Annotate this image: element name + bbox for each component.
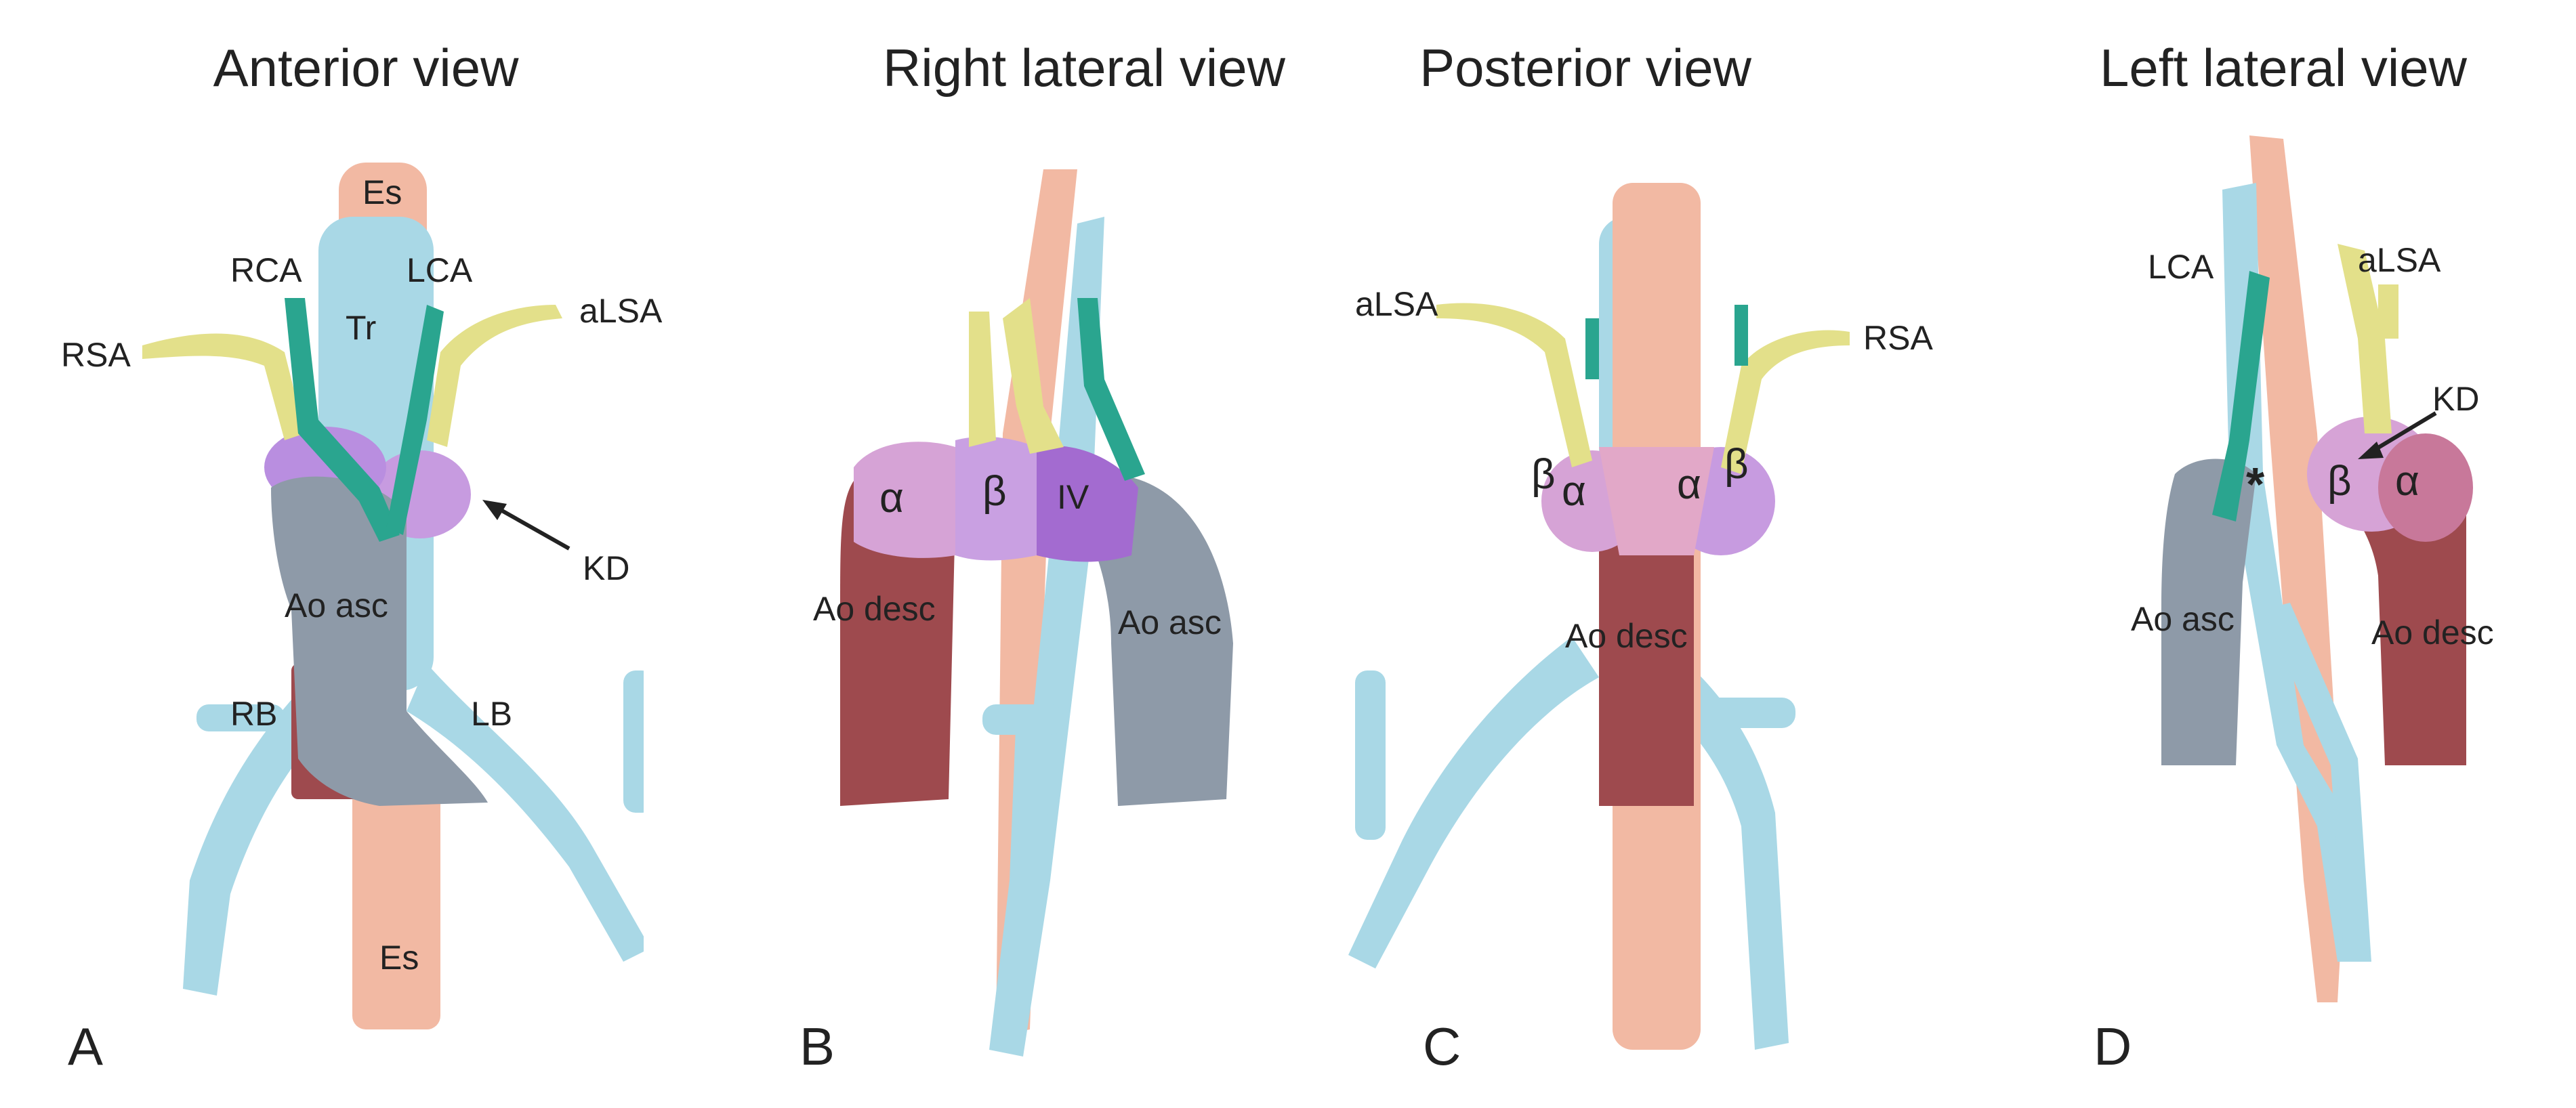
label-beta-left: β <box>1531 451 1556 498</box>
aberrant-left-subclavian-artery <box>1436 303 1592 467</box>
panel-anterior: Anterior view Es Tr RCA LCA RSA aLSA KD … <box>0 0 662 1108</box>
label-rsa: RSA <box>1863 319 1933 357</box>
label-left-bronchus: LB <box>471 695 513 733</box>
panel-title: Posterior view <box>1419 38 1751 98</box>
arrow-kd <box>2358 411 2437 459</box>
left-carotid-artery <box>2212 271 2270 521</box>
arch-alpha <box>2378 433 2473 542</box>
right-lateral-view-model <box>840 169 1233 1057</box>
panel-left-lateral: Left lateral view LCA aLSA KD * β α Ao a… <box>1951 0 2576 1108</box>
right-bronchus <box>1653 657 1789 1050</box>
label-alsa: aLSA <box>2358 241 2441 279</box>
left-bronchus <box>407 664 644 962</box>
label-right-bronchus: RB <box>230 695 278 733</box>
panel-title: Left lateral view <box>2100 38 2467 98</box>
label-lca: LCA <box>407 251 473 289</box>
label-alsa: aLSA <box>1355 285 1438 323</box>
label-descending-aorta: Ao desc <box>2371 614 2494 652</box>
label-segment-iv: IV <box>1057 478 1089 516</box>
label-beta-right: β <box>1724 441 1749 488</box>
panel-title: Right lateral view <box>883 38 1285 98</box>
right-subclavian-artery <box>1003 298 1064 454</box>
label-alpha: α <box>2395 458 2419 505</box>
anterior-view-model <box>142 163 644 1029</box>
label-ascending-aorta: Ao asc <box>1118 603 1222 641</box>
subclavian-branch <box>2378 284 2398 339</box>
arch-segment-alpha <box>854 442 955 558</box>
label-descending-aorta: Ao desc <box>813 590 936 628</box>
bronchus-branch <box>1694 698 1795 728</box>
arch-segment-beta <box>955 436 1037 561</box>
panel-letter: B <box>799 1017 835 1076</box>
right-carotid-artery <box>1077 298 1145 481</box>
left-bronchus <box>1348 637 1599 968</box>
aberrant-left-subclavian-artery <box>969 312 996 447</box>
label-beta: β <box>2327 458 2352 505</box>
label-rsa: RSA <box>61 336 131 374</box>
carotid-artery <box>1734 305 1748 366</box>
right-subclavian-artery <box>1721 330 1850 474</box>
aberrant-left-subclavian-artery <box>427 305 562 447</box>
descending-aorta <box>1599 488 1694 806</box>
carotid-artery <box>1585 318 1599 379</box>
label-ascending-aorta: Ao asc <box>2131 600 2235 638</box>
esophagus <box>352 745 440 1029</box>
label-alsa: aLSA <box>579 292 663 330</box>
right-subclavian-artery <box>142 333 305 440</box>
label-kd: KD <box>583 549 630 587</box>
panel-letter: A <box>68 1017 104 1076</box>
label-rca: RCA <box>230 251 302 289</box>
label-esophagus: Es <box>362 173 402 211</box>
left-lateral-view-model <box>2161 135 2473 1002</box>
bronchus-branch <box>1355 670 1386 840</box>
label-kd: KD <box>2432 380 2480 418</box>
bronchus <box>2263 603 2371 962</box>
label-alpha-right: α <box>1677 461 1701 508</box>
panel-letter: C <box>1423 1017 1461 1076</box>
ascending-aorta <box>271 476 488 806</box>
right-bronchus <box>183 664 352 996</box>
bronchus-branch <box>982 704 1064 735</box>
arch-segment-iv <box>1037 446 1138 562</box>
ascending-aorta <box>2161 459 2256 765</box>
label-alpha: α <box>879 475 904 521</box>
left-carotid-artery <box>386 305 444 535</box>
right-bronchus <box>989 711 1050 1057</box>
panel-posterior: Posterior view aLSA RSA β α α β Ao desc … <box>1314 0 1958 1108</box>
aberrant-left-subclavian-artery <box>2338 244 2392 433</box>
arch-center <box>1599 447 1714 555</box>
label-esophagus-lower: Es <box>379 939 419 977</box>
label-alpha-left: α <box>1562 468 1586 515</box>
right-carotid-artery <box>285 298 400 542</box>
label-beta: β <box>982 468 1007 515</box>
posterior-view-model <box>1348 183 1850 1050</box>
label-ascending-aorta: Ao asc <box>285 587 388 624</box>
label-lca: LCA <box>2148 248 2214 286</box>
label-descending-aorta: Ao desc <box>1565 617 1688 655</box>
label-star: * <box>2246 458 2265 511</box>
left-bronchus-branch <box>623 670 644 813</box>
panel-right-lateral: Right lateral view α β IV Ao desc Ao asc… <box>698 0 1342 1108</box>
panel-letter: D <box>2094 1017 2132 1076</box>
panel-title: Anterior view <box>213 38 519 98</box>
arrow-kd <box>482 500 570 551</box>
right-bronchus-branch <box>196 704 285 731</box>
label-trachea: Tr <box>346 309 377 347</box>
